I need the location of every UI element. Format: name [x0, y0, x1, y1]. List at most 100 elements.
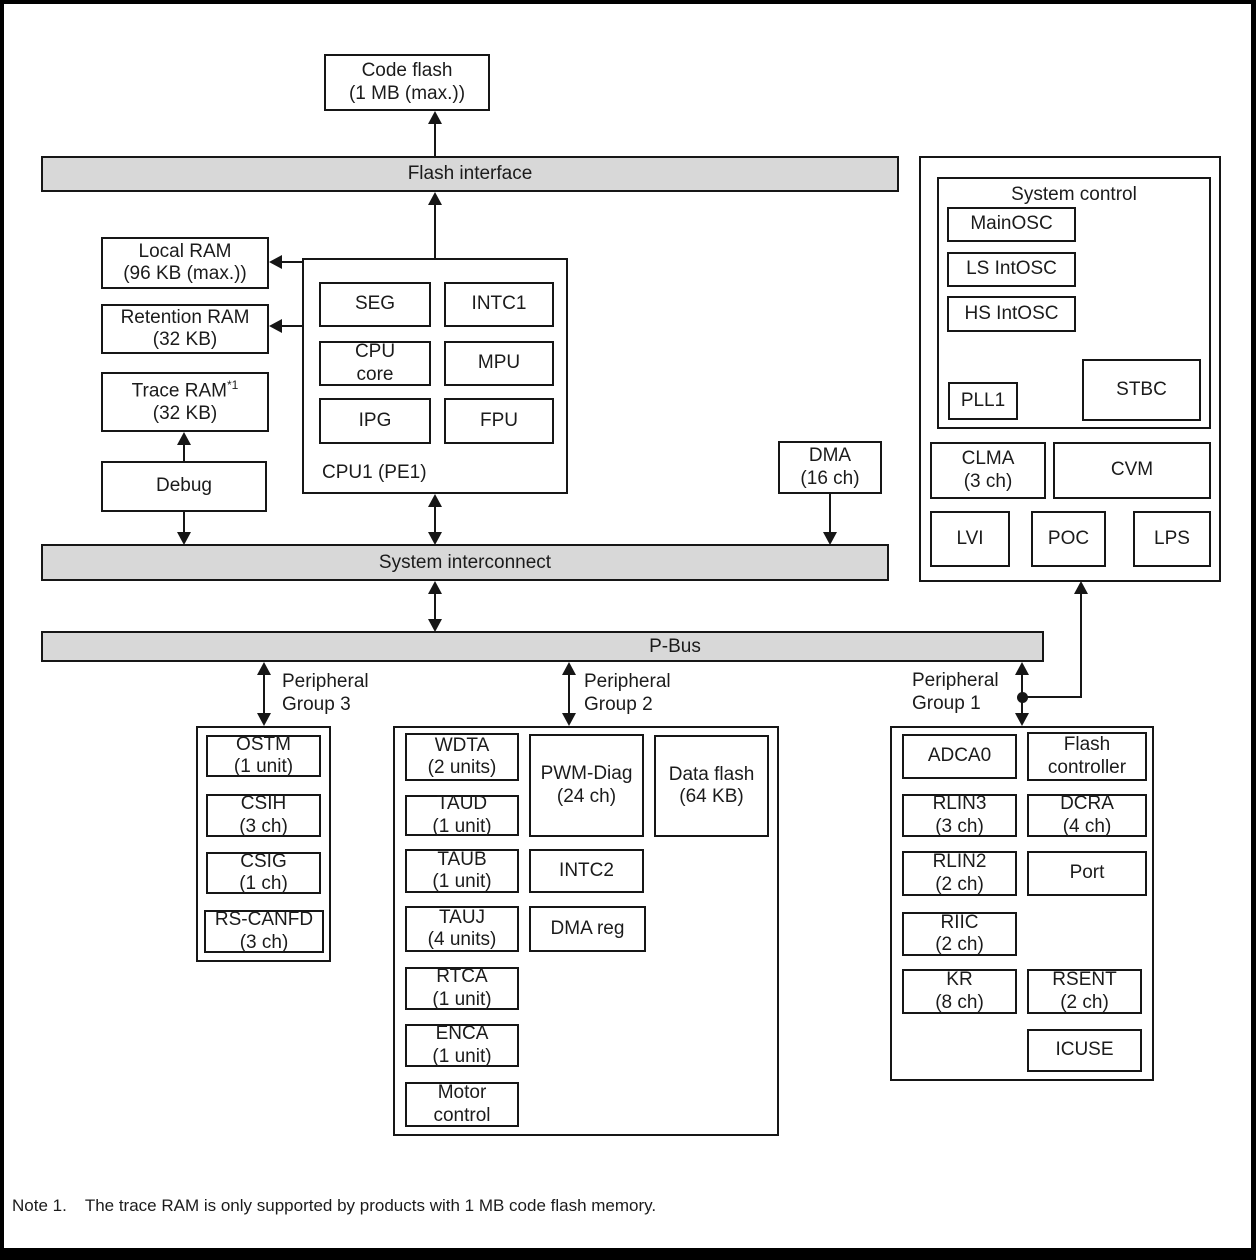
box-hs-intosc: HS IntOSC [947, 296, 1076, 332]
group1-caption-line2: Group 1 [912, 693, 981, 714]
rtca-units: (1 unit) [432, 988, 492, 1010]
pll1-label: PLL1 [960, 389, 1006, 411]
enca-units: (1 unit) [432, 1045, 492, 1067]
arrowhead-up-pbus-group1 [1015, 662, 1029, 675]
group2-caption: Peripheral Group 2 [584, 670, 671, 716]
box-csig: CSIG (1 ch) [206, 851, 321, 894]
box-lvi: LVI [930, 511, 1010, 567]
csih-label: CSIH [240, 793, 287, 815]
box-adca0: ADCA0 [902, 734, 1017, 779]
box-csih: CSIH (3 ch) [206, 793, 321, 837]
flash-interface-label: Flash interface [407, 163, 533, 184]
bar-system-interconnect: System interconnect [41, 544, 889, 581]
mpu-label: MPU [477, 352, 521, 374]
kr-channels: (8 ch) [935, 991, 984, 1013]
retention-ram-label: Retention RAM [120, 306, 250, 328]
pwm-diag-channels: (24 ch) [556, 785, 617, 807]
trace-ram-size: (32 KB) [152, 403, 218, 425]
clma-channels: (3 ch) [963, 470, 1013, 492]
seg-label: SEG [354, 293, 396, 315]
arrowhead-up-code-flash [428, 111, 442, 124]
arrowhead-up-pbus-group2 [562, 662, 576, 675]
box-cpu-core: CPU core [319, 341, 431, 386]
box-fpu: FPU [444, 398, 554, 444]
local-ram-size: (96 KB (max.)) [123, 263, 247, 284]
code-flash-label: Code flash [361, 60, 453, 82]
cpu-core-label-2: core [356, 363, 394, 385]
box-wdta: WDTA (2 units) [405, 733, 519, 781]
wdta-units: (2 units) [427, 757, 497, 778]
port-label: Port [1069, 862, 1105, 884]
dma-channels: (16 ch) [800, 467, 860, 489]
rlin3-label: RLIN3 [932, 793, 987, 815]
stbc-label: STBC [1116, 378, 1167, 400]
box-stbc: STBC [1082, 359, 1201, 421]
box-trace-ram: Trace RAM*1 (32 KB) [101, 372, 269, 432]
bar-flash-interface: Flash interface [41, 156, 899, 192]
rlin3-channels: (3 ch) [935, 815, 984, 837]
box-data-flash: Data flash (64 KB) [654, 735, 769, 837]
box-rs-canfd: RS-CANFD (3 ch) [204, 909, 324, 953]
cvm-label: CVM [1110, 459, 1154, 481]
arrowhead-down-group1 [1015, 713, 1029, 726]
bar-pbus: P-Bus [41, 631, 1044, 662]
box-rlin2: RLIN2 (2 ch) [902, 851, 1017, 896]
motor-control-label-1: Motor [437, 1082, 487, 1104]
wdta-label: WDTA [434, 734, 490, 756]
box-intc1: INTC1 [444, 282, 554, 327]
ostm-units: (1 unit) [233, 756, 294, 777]
group1-caption-line1: Peripheral [912, 670, 999, 691]
trace-ram-footnote-ref: *1 [227, 378, 239, 393]
hs-intosc-label: HS IntOSC [964, 302, 1059, 324]
flash-controller-label-2: controller [1047, 756, 1127, 778]
arrowhead-down-interconnect-debug [177, 532, 191, 545]
box-code-flash: Code flash (1 MB (max.)) [324, 54, 490, 111]
lvi-label: LVI [956, 527, 984, 549]
riic-channels: (2 ch) [935, 934, 984, 955]
box-kr: KR (8 ch) [902, 969, 1017, 1014]
lps-label: LPS [1154, 527, 1190, 549]
footnote: Note 1. The trace RAM is only supported … [12, 1196, 656, 1216]
arrowhead-up-flash-interface [428, 192, 442, 205]
connector-cpu1-flashif [434, 204, 436, 258]
box-ls-intosc: LS IntOSC [947, 252, 1076, 287]
dcra-label: DCRA [1060, 793, 1114, 815]
rs-canfd-label: RS-CANFD [214, 909, 314, 931]
arrowhead-down-group2 [562, 713, 576, 726]
arrowhead-down-interconnect-dma [823, 532, 837, 545]
arrowhead-up-pbus-group3 [257, 662, 271, 675]
connector-pbus-group3 [263, 674, 265, 714]
group3-caption-line1: Peripheral [282, 671, 369, 692]
tauj-label: TAUJ [438, 906, 486, 928]
connector-cpu1-local-ram [281, 261, 303, 263]
motor-control-label-2: control [433, 1104, 491, 1126]
connector-pbus-group2 [568, 674, 570, 714]
dcra-channels: (4 ch) [1062, 815, 1112, 837]
group2-caption-line1: Peripheral [584, 671, 671, 692]
box-poc: POC [1031, 511, 1106, 567]
connector-branch-horizontal [1022, 696, 1082, 698]
panel-group1 [890, 726, 1154, 1081]
box-taud: TAUD (1 unit) [405, 793, 519, 837]
rlin2-label: RLIN2 [932, 851, 987, 873]
box-tauj: TAUJ (4 units) [405, 906, 519, 952]
arrowhead-left-retention-ram [269, 319, 282, 333]
arrowhead-down-pbus [428, 619, 442, 632]
tauj-units: (4 units) [427, 929, 497, 950]
box-rtca: RTCA (1 unit) [405, 966, 519, 1010]
group2-caption-line2: Group 2 [584, 694, 653, 715]
arrowhead-down-group3 [257, 713, 271, 726]
pbus-label: P-Bus [649, 635, 701, 657]
cpu-core-label-1: CPU [354, 341, 396, 363]
connector-flashif-codeflash [434, 123, 436, 156]
riic-label: RIIC [940, 911, 979, 933]
kr-label: KR [946, 969, 973, 991]
taub-label: TAUB [437, 848, 487, 870]
box-ostm: OSTM (1 unit) [206, 734, 321, 777]
footnote-ref: Note 1. [12, 1196, 67, 1215]
group3-caption-line2: Group 3 [282, 694, 351, 715]
rsent-label: RSENT [1052, 969, 1117, 991]
box-mpu: MPU [444, 341, 554, 386]
box-icuse: ICUSE [1027, 1029, 1142, 1072]
